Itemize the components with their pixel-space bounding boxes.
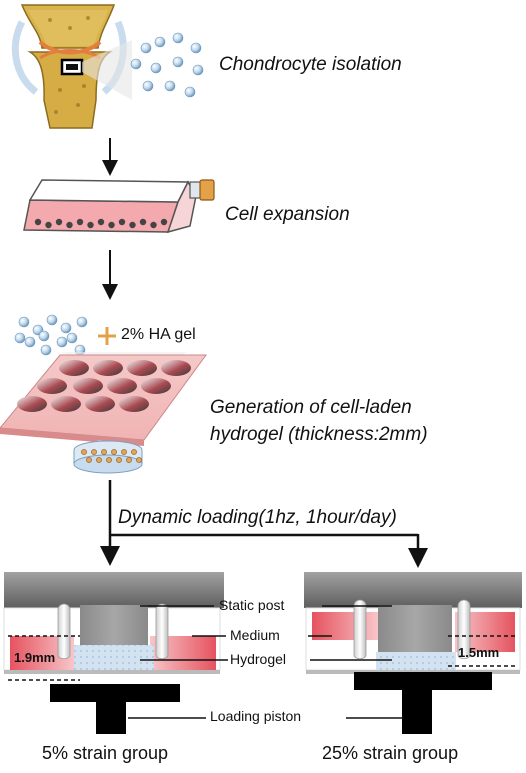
cell-icon	[18, 316, 30, 328]
right-thickness-label: 1.5mm	[458, 645, 500, 660]
cell-icon	[154, 36, 166, 48]
cell-icon	[129, 221, 136, 229]
well-icon	[51, 396, 81, 412]
cell-icon	[136, 457, 142, 463]
magnification-cone	[82, 40, 132, 100]
cell-icon	[34, 218, 42, 226]
well-icon	[161, 360, 191, 376]
well-icon	[107, 378, 137, 394]
well-icon	[119, 396, 149, 412]
cell-icon	[150, 62, 162, 74]
static-post-label: Static post	[219, 597, 285, 613]
cell-icon	[55, 218, 63, 226]
cell-icon	[184, 86, 196, 98]
cell-icon	[97, 218, 105, 226]
right-cap	[304, 572, 522, 608]
cell-icon	[76, 316, 88, 328]
loading-piston-label: Loading piston	[210, 708, 302, 724]
cell-icon	[142, 80, 154, 92]
cell-icon	[24, 336, 36, 348]
cell-icon	[106, 457, 112, 463]
cell-icon	[164, 80, 176, 92]
cell-icon	[131, 449, 137, 455]
cell-icon	[86, 457, 92, 463]
medium-label: Medium	[230, 627, 280, 643]
cell-icon	[111, 449, 117, 455]
cell-icon	[160, 218, 168, 226]
left-static-post	[80, 605, 148, 645]
well-icon	[17, 396, 47, 412]
step-generation-line1: Generation of cell-laden	[210, 397, 412, 418]
cell-icon	[96, 457, 102, 463]
well-icon	[127, 360, 157, 376]
well-plate-illustration	[0, 352, 207, 474]
cell-icon	[81, 449, 87, 455]
cell-icon	[121, 449, 127, 455]
cell-icon	[192, 64, 204, 76]
step-isolation-label: Chondrocyte isolation	[219, 54, 402, 75]
flask-cells	[34, 218, 168, 229]
cell-icon	[60, 322, 72, 334]
right-loading-device	[304, 572, 522, 734]
cell-icon	[140, 42, 152, 54]
cell-icon	[139, 218, 147, 226]
loading-arrows	[100, 480, 428, 568]
hydrogel-label: Hydrogel	[230, 651, 287, 667]
callout-lines	[128, 605, 404, 719]
cell-icon	[66, 221, 73, 229]
cell-icon	[40, 344, 52, 356]
cell-icon	[130, 58, 142, 70]
right-piston-rod	[402, 690, 432, 734]
well-icon	[85, 396, 115, 412]
cell-icon	[172, 32, 184, 44]
isolated-cells	[130, 32, 204, 98]
left-thickness-label: 1.9mm	[14, 650, 56, 665]
step-expansion-label: Cell expansion	[225, 204, 350, 225]
cell-icon	[190, 42, 202, 54]
culture-flask-illustration	[23, 179, 215, 234]
cell-icon	[116, 457, 122, 463]
well-icon	[37, 378, 67, 394]
cell-icon	[101, 449, 107, 455]
cell-icon	[45, 221, 52, 229]
cell-icon	[46, 314, 58, 326]
step-loading-label: Dynamic loading(1hz, 1hour/day)	[118, 507, 397, 528]
cell-icon	[108, 221, 115, 229]
cell-icon	[87, 221, 94, 229]
cell-icon	[150, 221, 157, 229]
cell-icon	[91, 449, 97, 455]
well-grid	[17, 360, 191, 412]
step-generation-line2: hydrogel (thickness:2mm)	[210, 424, 428, 445]
plus-icon	[98, 327, 116, 345]
cell-icon	[118, 218, 126, 226]
cell-icon	[126, 457, 132, 463]
mixing-cells	[14, 314, 88, 356]
right-piston-plate	[354, 672, 492, 690]
well-icon	[73, 378, 103, 394]
cell-icon	[66, 332, 78, 344]
left-piston-plate	[50, 684, 180, 702]
well-icon	[93, 360, 123, 376]
cell-icon	[172, 56, 184, 68]
well-icon	[141, 378, 171, 394]
right-static-post	[378, 605, 452, 653]
left-piston-rod	[96, 702, 126, 734]
cell-icon	[76, 218, 84, 226]
well-icon	[59, 360, 89, 376]
ha-gel-label: 2% HA gel	[121, 326, 196, 343]
cell-icon	[14, 332, 26, 344]
left-group-label: 5% strain group	[42, 743, 169, 763]
cell-icon	[38, 330, 50, 342]
right-group-label: 25% strain group	[322, 743, 459, 763]
left-cap	[4, 572, 224, 608]
cell-icon	[56, 336, 68, 348]
